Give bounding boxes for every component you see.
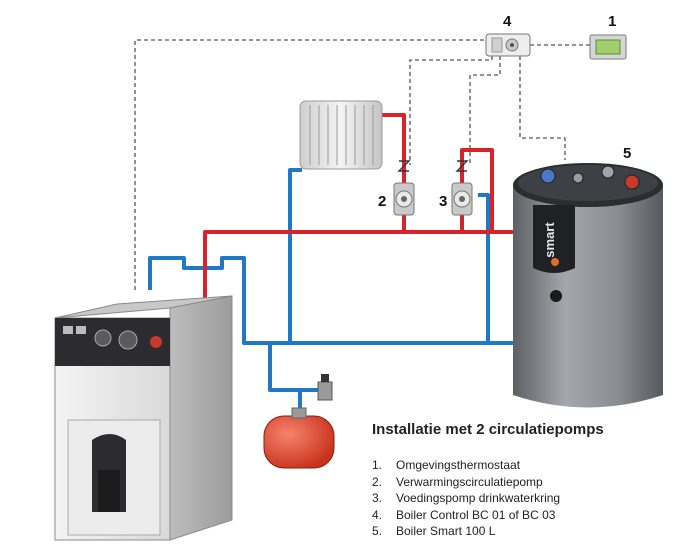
diagram-title: Installatie met 2 circulatiepomps xyxy=(372,421,604,438)
return-pipes xyxy=(148,168,520,415)
expansion-vessel xyxy=(263,407,335,469)
wire-control-to-pump-3 xyxy=(469,56,501,165)
return-pipe-dhw xyxy=(478,193,490,343)
room-thermostat xyxy=(589,34,627,60)
legend-item: 4.Boiler Control BC 01 of BC 03 xyxy=(372,507,556,522)
legend-item: 3.Voedingspomp drinkwaterkring xyxy=(372,491,561,505)
callout-3: 3 xyxy=(439,193,447,210)
wire-control-to-tank xyxy=(519,56,566,160)
check-valve-3 xyxy=(455,160,469,172)
safety-valve xyxy=(317,374,333,401)
return-pipe-radiator xyxy=(288,168,302,343)
supply-pipe-main xyxy=(203,230,520,300)
callout-2: 2 xyxy=(378,193,386,210)
tank-brand-label: smart xyxy=(542,222,557,258)
floor-boiler xyxy=(54,295,233,541)
check-valve-2 xyxy=(397,160,411,172)
boiler-control-unit xyxy=(485,33,531,57)
hot-water-tank: smart xyxy=(513,163,663,408)
return-pipe-main xyxy=(148,256,520,345)
callout-1: 1 xyxy=(608,13,616,30)
legend-item: 1.Omgevingsthermostaat xyxy=(372,458,521,472)
legend: 1.Omgevingsthermostaat 2.Verwarmingscirc… xyxy=(372,457,560,540)
legend-item: 5.Boiler Smart 100 L xyxy=(372,524,496,538)
check-valves xyxy=(397,160,469,172)
signal-wiring xyxy=(134,39,590,290)
heating-pump xyxy=(393,182,415,216)
radiator xyxy=(299,100,383,170)
callout-4: 4 xyxy=(503,13,512,30)
wire-boiler-to-control xyxy=(134,39,486,290)
legend-item: 2.Verwarmingscirculatiepomp xyxy=(372,474,543,489)
callout-5: 5 xyxy=(623,145,631,162)
wire-control-to-pump-2 xyxy=(409,56,493,165)
dhw-pump xyxy=(451,182,473,216)
expansion-line xyxy=(268,343,318,392)
